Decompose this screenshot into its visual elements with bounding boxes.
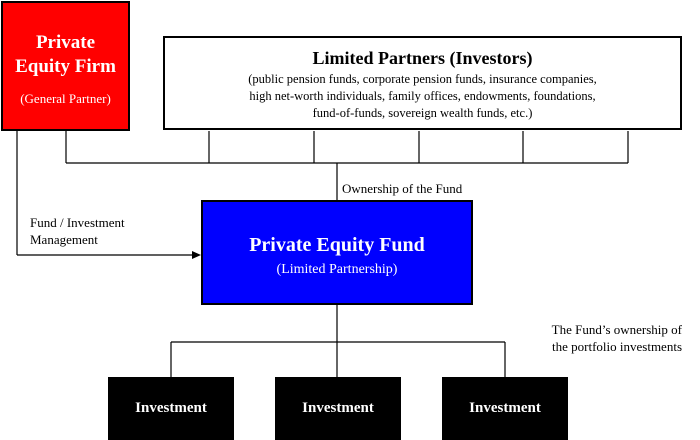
- fund-management-label-line2: Management: [30, 232, 98, 247]
- limited-partners-desc-line: high net-worth individuals, family offic…: [249, 89, 596, 103]
- limited-partners-desc-line: fund-of-funds, sovereign wealth funds, e…: [312, 106, 533, 120]
- investment-box: Investment: [108, 377, 234, 440]
- limited-partners-desc-line: (public pension funds, corporate pension…: [248, 72, 597, 86]
- general-partner-box: Private Equity Firm (General Partner): [1, 1, 130, 131]
- limited-partners-box: Limited Partners (Investors) (public pen…: [163, 36, 682, 130]
- portfolio-ownership-label-line1: The Fund’s ownership of: [551, 322, 682, 337]
- portfolio-ownership-label: The Fund’s ownership of the portfolio in…: [552, 321, 682, 355]
- general-partner-subtitle: (General Partner): [20, 91, 111, 106]
- limited-partners-title: Limited Partners (Investors): [312, 48, 533, 68]
- fund-subtitle: (Limited Partnership): [276, 262, 398, 277]
- general-partner-title: Private Equity Firm: [3, 31, 128, 79]
- portfolio-ownership-label-line2: the portfolio investments: [552, 339, 682, 354]
- general-partner-title-line2: Equity Firm: [15, 56, 116, 77]
- management-arrowhead: [192, 251, 201, 259]
- fund-management-label-line1: Fund / Investment: [30, 215, 125, 230]
- investment-box: Investment: [442, 377, 568, 440]
- limited-partners-description: (public pension funds, corporate pension…: [181, 71, 664, 122]
- general-partner-title-line1: Private: [35, 32, 96, 53]
- investment-box: Investment: [275, 377, 401, 440]
- fund-management-label: Fund / Investment Management: [30, 214, 125, 248]
- private-equity-fund-box: Private Equity Fund (Limited Partnership…: [201, 200, 473, 305]
- fund-title: Private Equity Fund: [249, 234, 425, 256]
- ownership-of-fund-label: Ownership of the Fund: [342, 181, 463, 196]
